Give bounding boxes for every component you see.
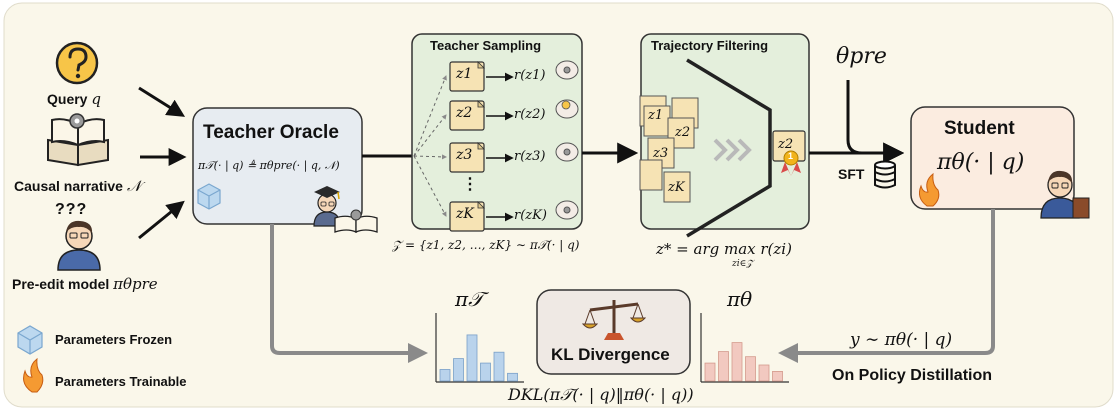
stack-label-2: z2	[675, 125, 691, 140]
student-to-kl-arrow	[778, 209, 995, 363]
legend-frozen-label: Parameters Frozen	[55, 332, 173, 347]
sample-label-k: zK	[456, 206, 474, 222]
student-formula: πθ(· | q)	[937, 150, 1025, 175]
sample-doc-z1	[449, 61, 485, 92]
teacher-to-kl-arrow	[270, 224, 428, 363]
teacher-icon	[313, 186, 341, 227]
query-label: Query q	[47, 90, 101, 108]
database-icon	[874, 160, 896, 189]
trajectory-filtering-title: Trajectory Filtering	[651, 38, 769, 53]
sample-doc-zk	[449, 201, 485, 232]
legend-flame-icon	[23, 357, 44, 393]
preedit-person-icon	[57, 220, 101, 271]
distillation-title: On Policy Distillation	[832, 367, 993, 384]
teacher-sampling-title: Teacher Sampling	[430, 38, 542, 53]
sample-set-formula: 𝒵 = {z1, z2, …, zK} ∼ π𝒯(· | q)	[392, 238, 580, 252]
student-bar-6	[772, 370, 783, 382]
student-dist-label: πθ	[727, 287, 753, 311]
question-icon	[55, 41, 99, 85]
teacher-bar-1	[439, 369, 451, 382]
sample-doc-z3	[449, 142, 485, 173]
medal-icon	[781, 150, 801, 176]
teacher-oracle-box	[192, 107, 363, 225]
student-distribution-chart	[700, 313, 789, 383]
student-bar-1	[704, 362, 716, 382]
pretrained-label: θpre	[836, 44, 887, 69]
teacher-oracle-formula: π𝒯(· | q) ≜ πθpre(· | q, 𝒩)	[198, 159, 340, 172]
doc-stack	[639, 95, 699, 203]
student-icon	[1040, 170, 1090, 219]
sample-doc-z2	[449, 100, 485, 131]
scale-icon	[581, 300, 647, 340]
student-title: Student	[944, 118, 1015, 139]
stack-label-3: z3	[653, 146, 669, 161]
stack-label-1: z1	[648, 108, 664, 123]
teacher-dist-label: π𝒯	[455, 287, 484, 311]
sample-y-formula: y ∼ πθ(· | q)	[850, 330, 953, 350]
lightbulb-icon	[561, 100, 571, 110]
preedit-arrow	[138, 200, 185, 240]
reward-label-1: r(z1)	[514, 68, 546, 83]
sft-label: SFT	[838, 166, 865, 182]
teacher-bar-2	[453, 358, 464, 382]
selected-label: z2	[778, 137, 794, 152]
filter-formula-sub: zi∈𝒵	[732, 259, 754, 269]
filter-formula: z* = arg max r(zi)	[656, 240, 792, 258]
narrative-label: Causal narrative 𝒩	[14, 177, 142, 195]
reward-label-2: r(z2)	[514, 107, 546, 122]
sample-label-3: z3	[456, 147, 473, 163]
reward-label-k: r(zK)	[514, 208, 547, 223]
student-bar-5	[758, 364, 770, 382]
filter-funnel	[686, 58, 772, 238]
book-gear-icon	[47, 113, 109, 167]
sample-ellipsis: ⋮	[462, 176, 478, 193]
preedit-label: Pre-edit model πθpre	[12, 275, 158, 293]
flame-icon	[919, 172, 940, 207]
legend-trainable-label: Parameters Trainable	[55, 374, 187, 389]
stack-label-k: zK	[668, 180, 685, 195]
sample-label-2: z2	[456, 105, 473, 121]
teacher-bar-6	[507, 372, 518, 382]
teacher-bar-5	[493, 351, 505, 382]
teacher-bar-4	[480, 362, 491, 382]
teacher-distribution-chart	[435, 313, 524, 383]
query-arrow	[138, 86, 186, 117]
teacher-oracle-title: Teacher Oracle	[203, 122, 339, 143]
reward-label-3: r(z3)	[514, 149, 546, 164]
teacher-book-icon	[334, 209, 378, 233]
teacher-bar-3	[466, 334, 478, 382]
student-bar-4	[745, 356, 756, 382]
legend-ice-cube-icon	[17, 325, 43, 355]
kl-title: KL Divergence	[551, 345, 670, 364]
student-bar-2	[718, 351, 729, 382]
kl-formula: DKL(π𝒯(· | q)‖πθ(· | q))	[508, 385, 694, 404]
student-bar-3	[731, 342, 743, 382]
question-marks: ???	[55, 201, 88, 218]
sampling-fan	[413, 75, 447, 217]
medal-rank: 1	[788, 151, 794, 161]
sample-label-1: z1	[456, 66, 473, 82]
ice-cube-icon	[197, 183, 221, 210]
